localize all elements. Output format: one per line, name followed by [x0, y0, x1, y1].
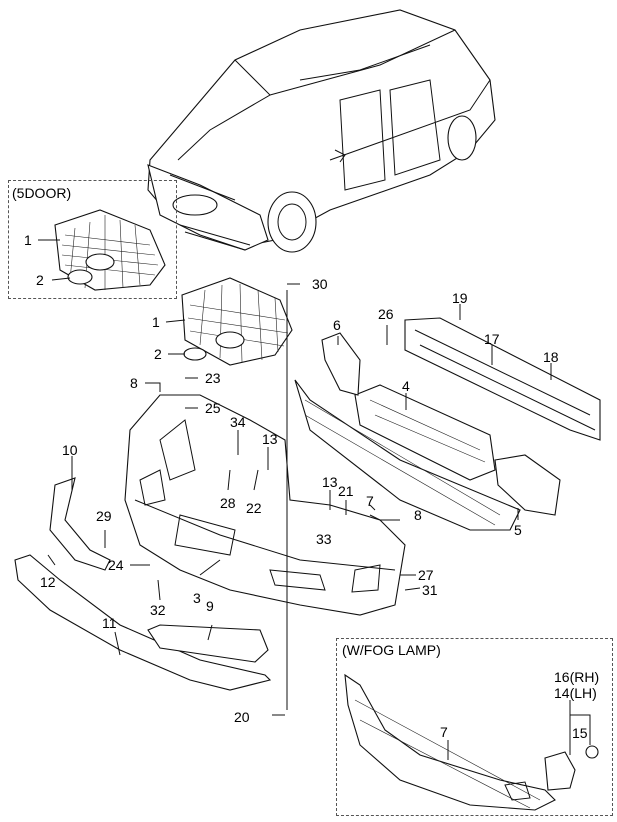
callout-11: 11 — [102, 615, 117, 631]
callout-32: 32 — [150, 602, 166, 618]
callout-31: 31 — [422, 582, 438, 598]
callout-23: 23 — [205, 370, 221, 386]
fog-lamp-assembly — [544, 745, 599, 791]
callout-17: 17 — [484, 331, 500, 347]
callout-18: 18 — [543, 349, 559, 365]
callout-8-right: 8 — [414, 507, 422, 523]
side-molding — [49, 477, 111, 571]
callout-20: 20 — [234, 709, 250, 725]
callout-22: 22 — [246, 500, 262, 516]
callout-15: 15 — [572, 725, 588, 741]
lower-grille — [294, 379, 521, 531]
callout-12: 12 — [40, 574, 56, 590]
callout-30: 30 — [312, 276, 328, 292]
front-bumper-cover — [124, 394, 406, 616]
callout-13-left: 13 — [262, 431, 278, 447]
callout-1: 1 — [152, 314, 160, 330]
leader-lines — [38, 239, 591, 760]
callout-2: 2 — [154, 346, 162, 362]
lower-lip-molding — [14, 554, 272, 691]
callout-9: 9 — [206, 598, 214, 614]
callout-24: 24 — [108, 557, 124, 573]
callout-1-5door: 1 — [24, 232, 32, 248]
callout-33: 33 — [316, 531, 332, 547]
center-molding — [147, 624, 269, 663]
label-fog-lamp: (W/FOG LAMP) — [342, 642, 441, 658]
callout-7: 7 — [366, 493, 374, 509]
callout-3: 3 — [193, 590, 201, 606]
callout-13-right: 13 — [322, 474, 338, 490]
bracket-right — [494, 454, 561, 516]
radiator-grille — [181, 277, 293, 366]
callout-25: 25 — [205, 400, 221, 416]
label-5door: (5DOOR) — [12, 185, 72, 201]
callout-4: 4 — [402, 378, 410, 394]
callout-7-fog: 7 — [440, 724, 448, 740]
callout-8-left: 8 — [130, 375, 138, 391]
callout-16-rh: 16(RH) — [554, 669, 600, 685]
callout-26: 26 — [378, 306, 394, 322]
box-5door — [8, 180, 177, 299]
bumper-beam — [404, 317, 601, 441]
callout-6: 6 — [333, 317, 341, 333]
grille-5door — [54, 209, 166, 291]
box-fog-lamp — [336, 638, 613, 816]
bracket-left — [321, 332, 361, 396]
callout-34: 34 — [230, 414, 246, 430]
callout-2-5door: 2 — [36, 272, 44, 288]
callout-19: 19 — [452, 290, 468, 306]
callout-29: 29 — [96, 508, 112, 524]
fog-lamp-grille — [344, 673, 556, 811]
car-illustration — [147, 9, 496, 253]
callout-28: 28 — [220, 495, 236, 511]
callout-10: 10 — [62, 442, 78, 458]
callout-21: 21 — [338, 483, 354, 499]
callout-27: 27 — [418, 567, 434, 583]
energy-absorber — [354, 384, 496, 481]
callout-14-lh: 14(LH) — [554, 685, 597, 701]
callout-5: 5 — [514, 522, 522, 538]
